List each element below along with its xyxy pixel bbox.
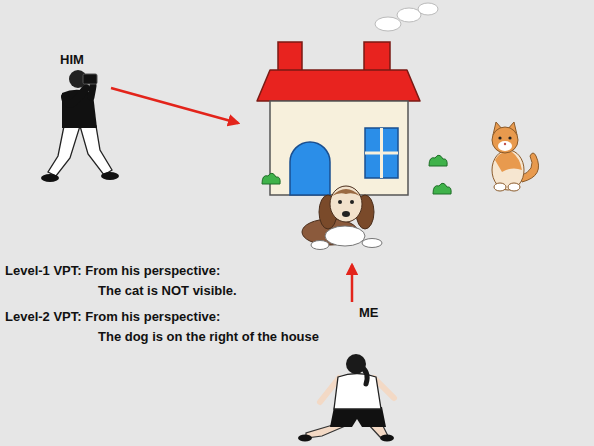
dog-nose	[342, 211, 350, 217]
cat-paw	[494, 183, 506, 191]
house	[257, 42, 420, 195]
door	[290, 142, 330, 195]
viewer-label: HIM	[60, 52, 84, 68]
bush	[429, 155, 447, 166]
cat-patch	[495, 152, 522, 172]
dog-paw	[362, 239, 382, 248]
level-heading: Level-2 VPT: From his perspective:	[5, 309, 220, 325]
dog-eye	[350, 200, 354, 204]
camera	[83, 74, 97, 84]
him-shoe	[41, 174, 59, 182]
smoke-puff	[397, 8, 421, 22]
me-figure	[298, 354, 394, 442]
smoke-puff	[375, 17, 401, 31]
cat-body	[492, 150, 524, 190]
cat-eye	[498, 136, 501, 139]
dog	[302, 186, 382, 250]
gaze-arrow	[351, 265, 354, 302]
roof	[257, 70, 420, 101]
him-figure	[41, 70, 119, 182]
house-wall	[270, 101, 408, 195]
viewer-label: ME	[359, 305, 379, 321]
bush	[262, 173, 280, 184]
smoke-puff	[418, 3, 438, 15]
window-frame	[365, 152, 398, 155]
cat-nose	[504, 143, 506, 145]
him-shoe	[101, 172, 119, 180]
dog-eye	[338, 200, 342, 204]
bush	[433, 183, 451, 194]
cat-head	[492, 127, 518, 153]
gaze-arrow	[111, 88, 238, 123]
dog-chest	[325, 226, 365, 246]
statement-text: The dog is on the right of the house	[98, 329, 319, 345]
cat	[492, 122, 539, 191]
him-leg	[80, 126, 112, 175]
window	[365, 128, 398, 178]
me-shoe	[298, 435, 312, 442]
him-arm	[65, 88, 86, 104]
me-shirt	[334, 374, 381, 410]
smoke-clouds	[375, 3, 438, 31]
bushes	[262, 155, 451, 194]
cat-muzzle	[498, 141, 512, 151]
statement-text: The cat is NOT visible.	[98, 283, 237, 299]
level-heading: Level-1 VPT: From his perspective:	[5, 263, 220, 279]
cat-paw	[508, 183, 520, 191]
him-leg	[48, 126, 80, 176]
cat-eye	[508, 136, 511, 139]
dog-head-patch	[332, 189, 360, 196]
me-shoe	[380, 435, 394, 442]
dog-head	[330, 186, 362, 222]
him-arm	[91, 86, 93, 97]
me-head	[346, 354, 366, 374]
me-shorts	[330, 407, 386, 427]
dog-paw	[311, 241, 329, 250]
